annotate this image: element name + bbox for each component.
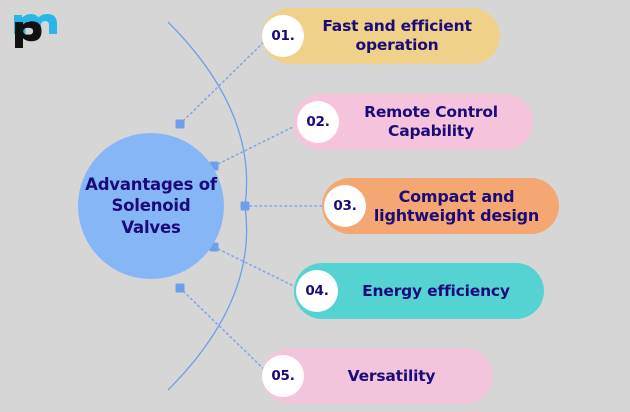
list-item[interactable]: Versatility 05. xyxy=(262,348,493,404)
item-badge-5[interactable]: 05. xyxy=(262,355,304,397)
connector-line-4 xyxy=(213,246,305,292)
item-label-2: Remote Control Capability xyxy=(364,103,498,140)
pm-monogram-logo xyxy=(10,8,62,50)
list-item[interactable]: Compact and lightweight design 03. xyxy=(322,178,559,234)
list-item[interactable]: Fast and efficient operation 01. xyxy=(262,8,500,64)
list-item[interactable]: Remote Control Capability 02. xyxy=(293,94,533,150)
connector-line-5 xyxy=(179,287,273,378)
connector-node-1 xyxy=(175,119,185,129)
connector-line-1 xyxy=(179,33,273,125)
connector-node-5 xyxy=(175,283,185,293)
item-number-3: 03. xyxy=(333,198,357,214)
connector-node-3 xyxy=(240,201,250,211)
item-badge-1[interactable]: 01. xyxy=(262,15,304,57)
hub-title: Advantages of Solenoid Valves xyxy=(85,175,217,237)
connector-line-2 xyxy=(213,121,304,167)
item-number-1: 01. xyxy=(271,28,295,44)
item-label-1: Fast and efficient operation xyxy=(322,17,472,54)
item-badge-4[interactable]: 04. xyxy=(296,270,338,312)
item-number-5: 05. xyxy=(271,368,295,384)
center-hub: Advantages of Solenoid Valves xyxy=(78,133,224,279)
item-number-2: 02. xyxy=(306,114,330,130)
item-badge-2[interactable]: 02. xyxy=(297,101,339,143)
item-badge-3[interactable]: 03. xyxy=(324,185,366,227)
item-pill-2[interactable]: Remote Control Capability xyxy=(293,94,533,150)
item-label-4: Energy efficiency xyxy=(362,281,510,300)
item-label-5: Versatility xyxy=(347,366,436,385)
list-item[interactable]: Energy efficiency 04. xyxy=(294,263,544,319)
item-number-4: 04. xyxy=(305,283,329,299)
item-label-3: Compact and lightweight design xyxy=(373,186,540,225)
